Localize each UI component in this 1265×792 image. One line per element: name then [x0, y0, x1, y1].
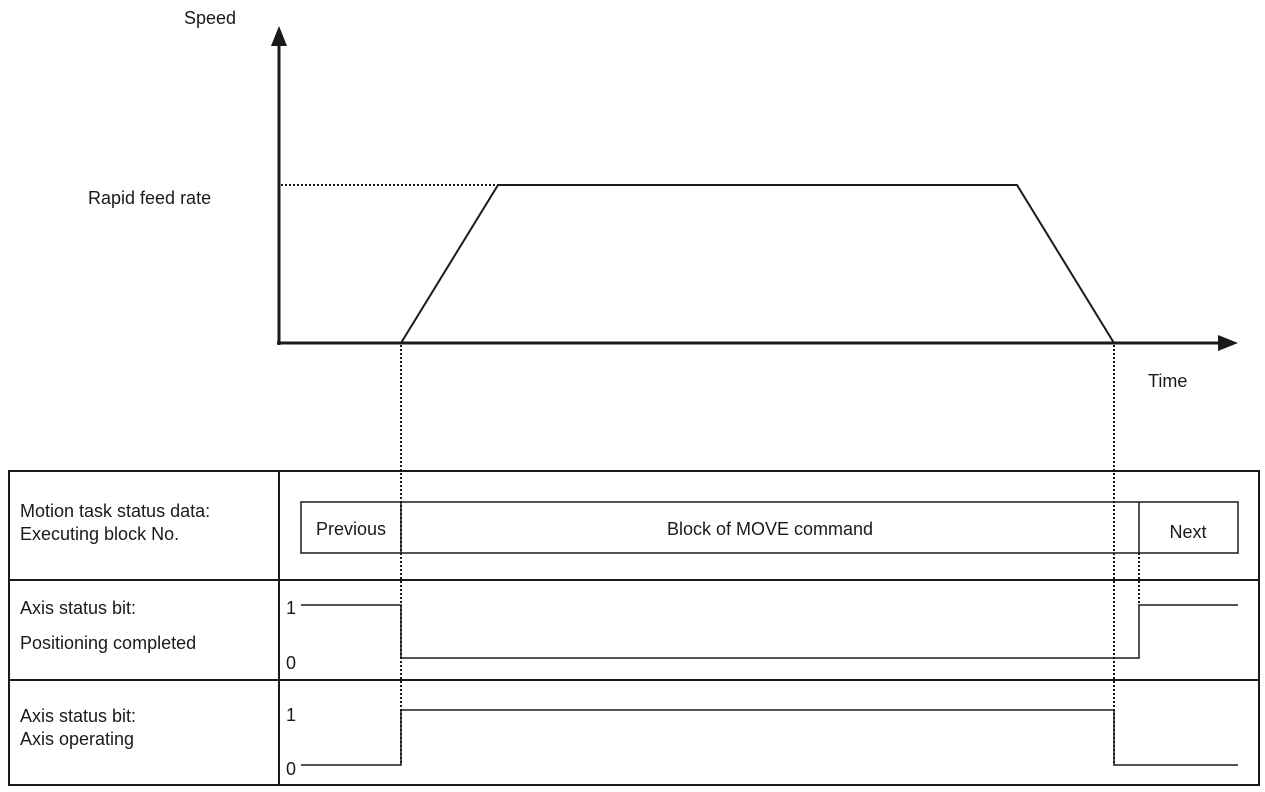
- row-label-line2: Executing block No.: [20, 524, 179, 544]
- y-axis-arrow-icon: [271, 26, 287, 46]
- level-high-label: 1: [286, 705, 296, 725]
- axis-operating-signal: [301, 709, 1238, 766]
- row-label-line2: Positioning completed: [20, 633, 196, 653]
- block-previous: Previous: [316, 519, 386, 539]
- timing-table: Motion task status data: Executing block…: [8, 470, 1260, 786]
- level-low-label: 0: [286, 653, 296, 673]
- speed-time-graph: Speed Time Rapid feed rate: [88, 8, 1238, 391]
- row-executing-block: Motion task status data: Executing block…: [20, 501, 1239, 554]
- x-axis-arrow-icon: [1218, 335, 1238, 351]
- level-high-label: 1: [286, 598, 296, 618]
- row-label-line1: Axis status bit:: [20, 598, 136, 618]
- timing-guides: [400, 345, 1140, 765]
- row-label-line1: Motion task status data:: [20, 501, 210, 521]
- row-axis-operating: Axis status bit: Axis operating 1 0: [20, 705, 1238, 779]
- block-sequence-frame: [300, 501, 1239, 554]
- y-axis-label: Speed: [184, 8, 236, 28]
- row-positioning-completed: Axis status bit: Positioning completed 1…: [20, 598, 1238, 673]
- x-axis-label: Time: [1148, 371, 1187, 391]
- row-label-line1: Axis status bit:: [20, 706, 136, 726]
- rapid-feed-rate-label: Rapid feed rate: [88, 188, 211, 208]
- level-low-label: 0: [286, 759, 296, 779]
- speed-profile-line: [400, 184, 1115, 344]
- row-label-line2: Axis operating: [20, 729, 134, 749]
- positioning-completed-signal: [301, 604, 1238, 659]
- block-move-command: Block of MOVE command: [667, 519, 873, 539]
- table-border: [8, 470, 1260, 786]
- block-next: Next: [1169, 522, 1206, 542]
